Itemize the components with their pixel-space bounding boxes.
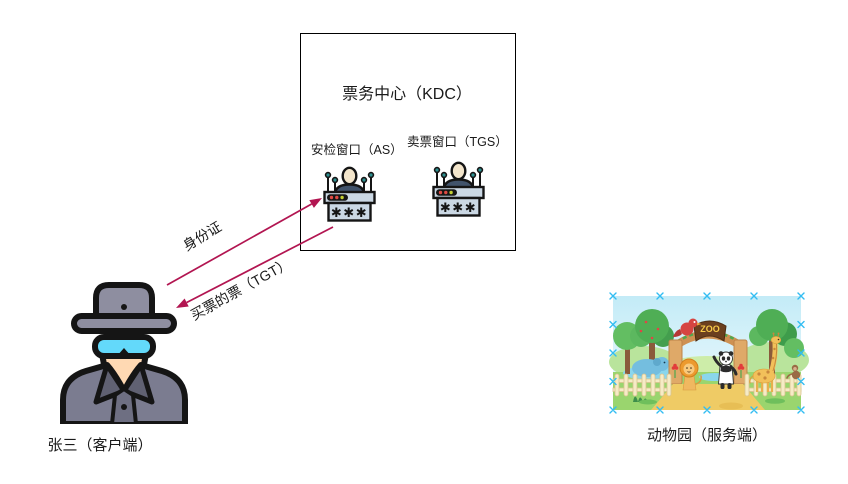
as-ticket-counter-icon[interactable]: ✱✱✱ — [321, 164, 378, 224]
spy-button — [121, 404, 127, 410]
indicator-dot — [438, 190, 443, 195]
flowers — [671, 363, 745, 378]
mic-tip — [476, 166, 484, 174]
zoo-sign-text: ZOO — [700, 324, 720, 334]
spy-hat-crown — [93, 282, 155, 321]
indicator-dot — [449, 190, 453, 195]
kdc-title: 票务中心（KDC） — [342, 86, 472, 103]
arrow-label-id-card: 身份证 — [179, 218, 225, 254]
indicator-dot — [329, 195, 334, 200]
mic-tip — [324, 171, 332, 179]
trees-right — [749, 309, 804, 374]
giraffe — [749, 332, 782, 392]
zoo-image[interactable]: ZOO — [609, 292, 809, 414]
sand-mound — [719, 402, 743, 410]
clerk-head — [450, 161, 467, 181]
mic-tip — [433, 166, 441, 174]
as-window-label: 安检窗口（AS） — [311, 143, 403, 157]
counter-asterisks: ✱✱✱ — [331, 205, 368, 220]
bushes — [633, 396, 785, 405]
clerk-head — [341, 166, 358, 186]
mic-tip — [440, 171, 448, 179]
lion — [679, 358, 702, 391]
mic-tip — [331, 176, 339, 184]
tgs-ticket-counter-icon[interactable]: ✱✱✱ — [430, 159, 487, 219]
counter-front — [436, 196, 481, 217]
indicator-dot — [335, 195, 339, 200]
mic-tip — [367, 171, 375, 179]
server-label: 动物园（服务端） — [646, 427, 767, 444]
mic-tip — [360, 176, 368, 184]
fence-left — [612, 373, 672, 397]
bird — [673, 318, 702, 337]
panda — [712, 351, 738, 389]
selection-handles[interactable] — [609, 292, 805, 414]
counter-asterisks: ✱✱✱ — [440, 200, 477, 215]
tgs-window-label: 卖票窗口（TGS） — [407, 135, 508, 149]
indicator-dot — [444, 190, 448, 195]
client-label: 张三（客户端） — [47, 437, 153, 454]
zoo-sign — [693, 320, 727, 342]
spy-hat-brim — [71, 313, 177, 334]
trees-left — [613, 309, 674, 374]
monkey — [786, 364, 801, 380]
spy-hat-dot — [121, 304, 127, 310]
counter-front — [327, 201, 372, 222]
indicator-dot — [340, 195, 344, 200]
spy-icon[interactable] — [58, 278, 190, 424]
mic-tip — [469, 171, 477, 179]
spy-glasses-bridge — [117, 348, 131, 356]
arrow-label-tgt: 买票的票（TGT） — [187, 254, 294, 324]
